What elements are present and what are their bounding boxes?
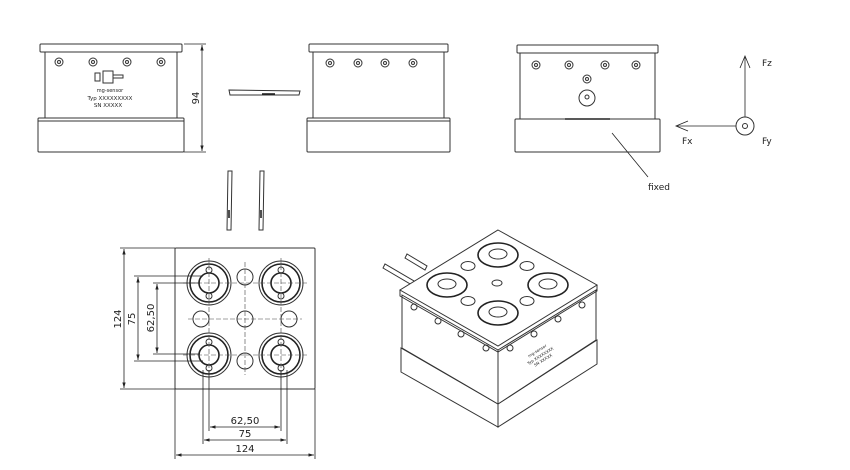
- back-view: [306, 43, 451, 153]
- front-view: mg-sensor Typ XXXXXXXXX SN XXXXX 94: [37, 43, 206, 153]
- screw-holes: [54, 57, 166, 67]
- side-view: fixed: [514, 44, 670, 193]
- fy-out-of-plane-icon: [735, 116, 755, 136]
- iso-holes: [460, 261, 535, 306]
- serial-label: SN XXXXX: [94, 103, 122, 109]
- type-label: Typ XXXXXXXXX: [87, 96, 133, 102]
- dim-total-vertical: 124: [113, 309, 124, 328]
- isometric-view: mg-sensor Typ XXXXXXXX SN XXXXX: [382, 229, 598, 428]
- fx-label: Fx: [682, 137, 693, 147]
- center-lines: [183, 258, 307, 380]
- fy-label: Fy: [762, 137, 772, 147]
- dim-outer-horizontal: 75: [239, 429, 252, 440]
- fz-label: Fz: [762, 59, 772, 69]
- cable-profiles: [226, 170, 265, 231]
- dim-inner-vertical: 62,50: [146, 304, 157, 333]
- iso-side-screws: [410, 301, 586, 352]
- side-profile: [228, 89, 301, 96]
- force-axes: Fz Fx Fy: [674, 54, 772, 147]
- logo-icon: [94, 70, 124, 84]
- cables: [382, 253, 428, 286]
- iso-load-rings: [426, 242, 569, 326]
- dim-outer-vertical: 75: [127, 313, 138, 326]
- height-dimension: 94: [191, 92, 202, 105]
- top-view: 124 75 62,50 62,50 75 124: [113, 247, 316, 459]
- logo-text: mg-sensor: [97, 88, 124, 94]
- dim-inner-horizontal: 62,50: [231, 416, 260, 427]
- fixed-label: fixed: [648, 183, 670, 193]
- dim-total-horizontal: 124: [235, 444, 254, 455]
